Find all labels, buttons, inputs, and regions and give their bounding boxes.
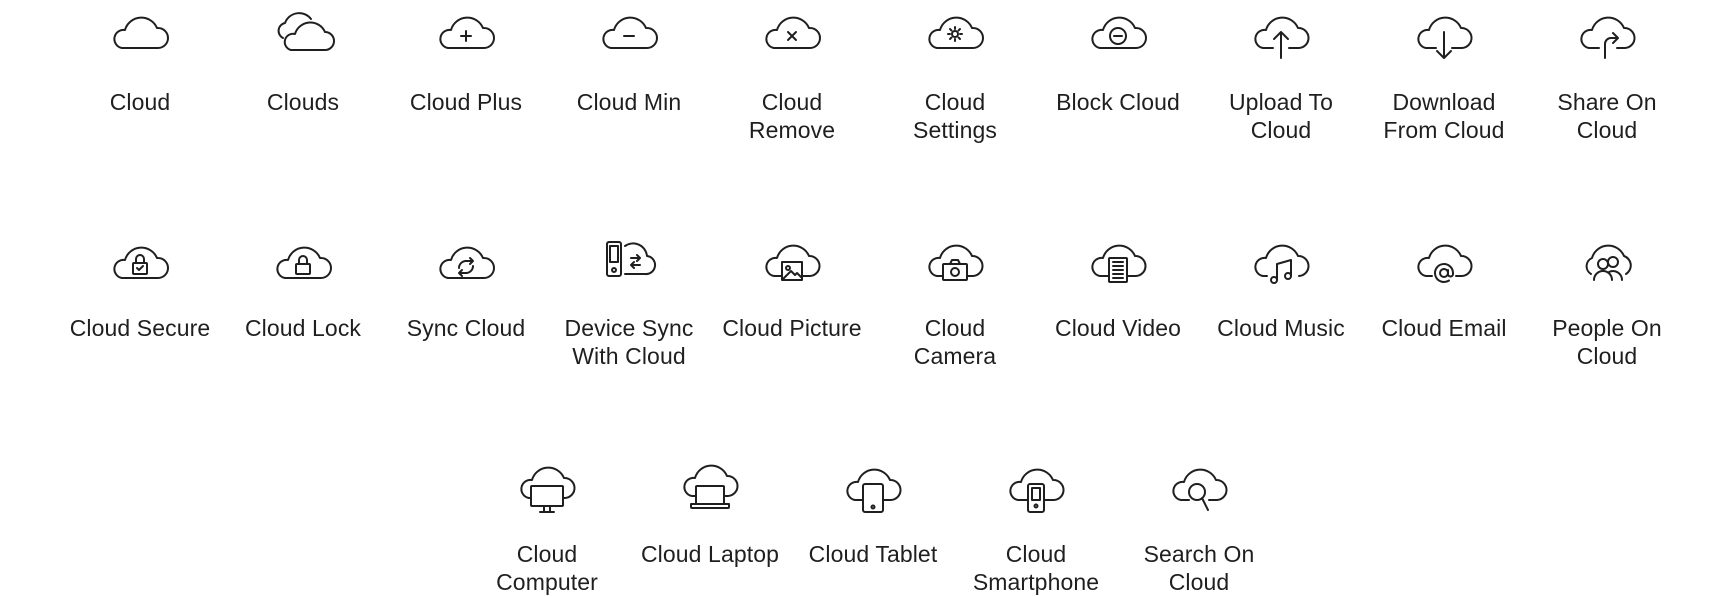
download-from-cloud-icon (1412, 2, 1476, 66)
icon-tile-sync-cloud: Sync Cloud (391, 228, 541, 342)
icon-label: Cloud Email (1381, 315, 1507, 341)
icon-label: Block Cloud (1056, 89, 1180, 115)
icon-label: Cloud Tablet (808, 541, 938, 567)
icon-tile-search-on-cloud: Search On Cloud (1124, 454, 1274, 596)
device-sync-with-cloud-icon (597, 228, 661, 292)
icon-tile-cloud-camera: Cloud Camera (880, 228, 1030, 370)
icon-label: Search On Cloud (1143, 541, 1255, 595)
icon-tile-cloud: Cloud (65, 2, 215, 116)
icon-tile-upload-to-cloud: Upload To Cloud (1206, 2, 1356, 144)
upload-to-cloud-icon (1249, 2, 1313, 66)
cloud-icon (108, 2, 172, 66)
icon-tile-cloud-tablet: Cloud Tablet (798, 454, 948, 568)
cloud-computer-icon (515, 454, 579, 518)
icon-tile-cloud-remove: Cloud Remove (717, 2, 867, 144)
icon-tile-cloud-secure: Cloud Secure (65, 228, 215, 342)
icon-label: Device Sync With Cloud (564, 315, 694, 369)
icon-tile-cloud-music: Cloud Music (1206, 228, 1356, 342)
icon-label: Download From Cloud (1383, 89, 1505, 143)
cloud-remove-icon (760, 2, 824, 66)
icon-label: Cloud Video (1055, 315, 1181, 341)
clouds-icon (271, 2, 335, 66)
icon-label: Cloud Camera (913, 315, 997, 369)
icon-label: Sync Cloud (406, 315, 526, 341)
cloud-plus-icon (434, 2, 498, 66)
cloud-secure-icon (108, 228, 172, 292)
icon-tile-cloud-plus: Cloud Plus (391, 2, 541, 116)
icon-label: Cloud Music (1217, 315, 1345, 341)
icon-tile-cloud-picture: Cloud Picture (717, 228, 867, 342)
cloud-laptop-icon (678, 454, 742, 518)
icon-tile-cloud-email: Cloud Email (1369, 228, 1519, 342)
icon-tile-cloud-lock: Cloud Lock (228, 228, 378, 342)
icon-label: Cloud Laptop (640, 541, 780, 567)
cloud-tablet-icon (841, 454, 905, 518)
cloud-min-icon (597, 2, 661, 66)
icon-tile-share-on-cloud: Share On Cloud (1532, 2, 1682, 144)
cloud-music-icon (1249, 228, 1313, 292)
icon-label: Cloud Min (576, 89, 682, 115)
sync-cloud-icon (434, 228, 498, 292)
icon-label: People On Cloud (1552, 315, 1662, 369)
icon-tile-cloud-smartphone: Cloud Smartphone (961, 454, 1111, 596)
cloud-email-icon (1412, 228, 1476, 292)
icon-tile-block-cloud: Block Cloud (1043, 2, 1193, 116)
icon-label: Cloud Lock (244, 315, 362, 341)
icon-tile-clouds: Clouds (228, 2, 378, 116)
block-cloud-icon (1086, 2, 1150, 66)
people-on-cloud-icon (1575, 228, 1639, 292)
icon-label: Cloud (109, 89, 171, 115)
icon-label: Share On Cloud (1557, 89, 1657, 143)
cloud-camera-icon (923, 228, 987, 292)
icon-label: Upload To Cloud (1228, 89, 1334, 143)
icon-label: Cloud Secure (69, 315, 211, 341)
icon-label: Cloud Plus (409, 89, 523, 115)
icon-tile-download-from-cloud: Download From Cloud (1369, 2, 1519, 144)
share-on-cloud-icon (1575, 2, 1639, 66)
icon-tile-cloud-computer: Cloud Computer (472, 454, 622, 596)
icon-tile-cloud-settings: Cloud Settings (880, 2, 1030, 144)
icon-tile-device-sync-with-cloud: Device Sync With Cloud (554, 228, 704, 370)
cloud-smartphone-icon (1004, 454, 1068, 518)
icon-tile-cloud-min: Cloud Min (554, 2, 704, 116)
icon-label: Cloud Settings (913, 89, 997, 143)
icon-label: Cloud Computer (496, 541, 598, 595)
icon-label: Cloud Smartphone (972, 541, 1100, 595)
icon-label: Cloud Remove (748, 89, 836, 143)
icon-tile-cloud-video: Cloud Video (1043, 228, 1193, 342)
icon-label: Clouds (266, 89, 340, 115)
cloud-video-icon (1086, 228, 1150, 292)
icon-tile-cloud-laptop: Cloud Laptop (635, 454, 785, 568)
cloud-lock-icon (271, 228, 335, 292)
icon-label: Cloud Picture (722, 315, 862, 341)
cloud-settings-icon (923, 2, 987, 66)
icon-tile-people-on-cloud: People On Cloud (1532, 228, 1682, 370)
search-on-cloud-icon (1167, 454, 1231, 518)
cloud-picture-icon (760, 228, 824, 292)
